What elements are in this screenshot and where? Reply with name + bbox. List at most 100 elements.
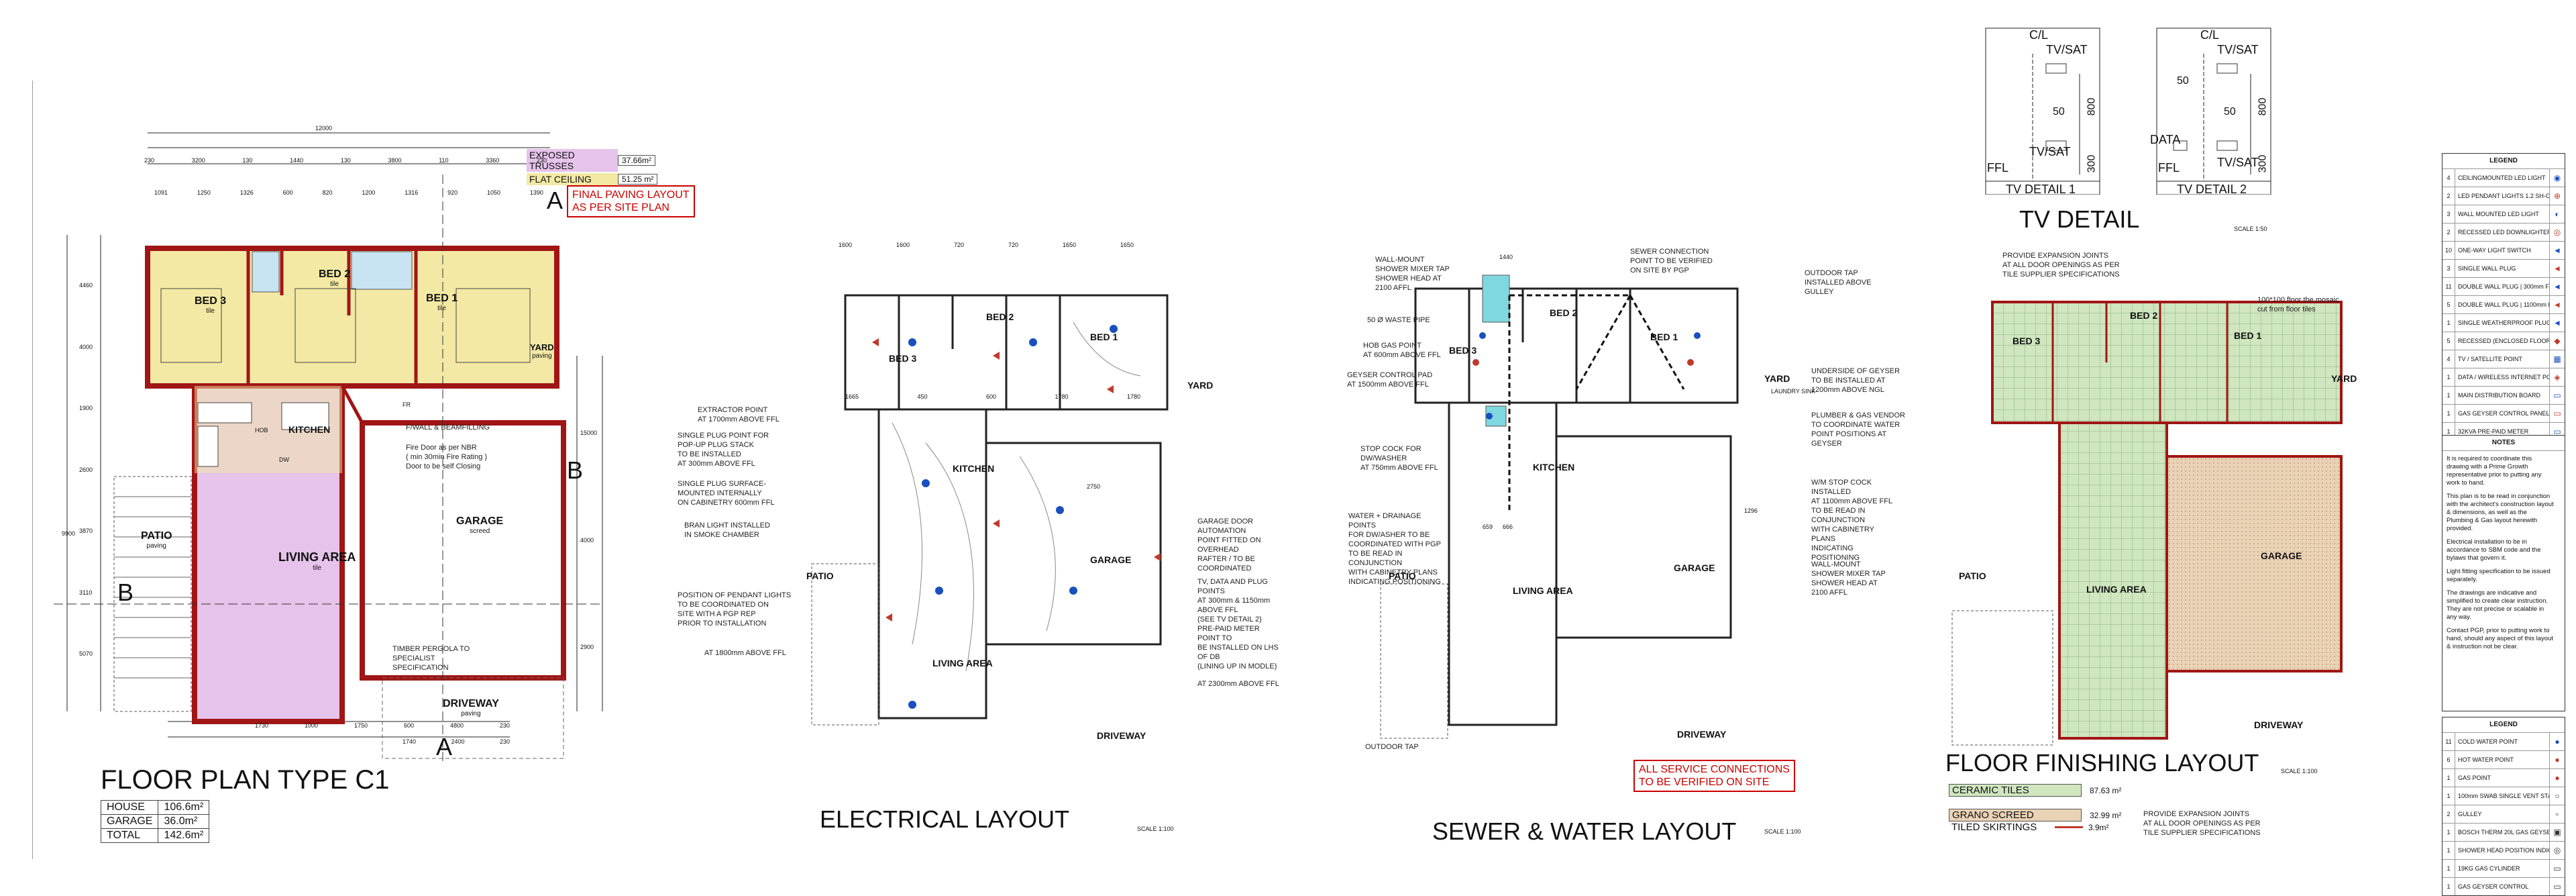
section-marker-a-bottom: A [436, 733, 453, 760]
electrical-note-pendant: POSITION OF PENDANT LIGHTS TO BE COORDIN… [678, 591, 792, 628]
legend-symbol-icon: ◄ [2553, 282, 2561, 291]
sewer-room-bed1: BED 1 [1650, 332, 1678, 342]
legend-description: SHOWER HEAD POSITION INDICATOR [2455, 842, 2550, 859]
legend-symbol-icon: ▫ [2555, 809, 2559, 819]
legend-quantity: 11 [2443, 733, 2455, 750]
sewer-dim-666: 666 [1503, 524, 1513, 530]
electrical-note-garage-door: GARAGE DOOR AUTOMATION POINT FITTED ON O… [1197, 517, 1261, 573]
finishing-room-bed2: BED 2 [2130, 310, 2158, 321]
legend-quantity: 4 [2443, 169, 2455, 187]
legend-symbol-icon: ○ [2555, 791, 2560, 801]
dims-right: 15000 4000 2900 [580, 430, 598, 650]
sewer-dim-659: 659 [1483, 524, 1493, 530]
sewer-dim-1440: 1440 [1499, 254, 1513, 260]
room-kitchen: KITCHEN [288, 424, 331, 435]
legend-quantity: 1 [2443, 368, 2455, 386]
legend-symbol-icon: ● [2555, 773, 2560, 783]
legend-symbol-icon: ◄ [2553, 264, 2561, 273]
legend-description: 19KG GAS CYLINDER [2455, 860, 2550, 877]
tv-detail-drawing [1985, 28, 2271, 195]
electrical-dim-2750: 2750 [1087, 483, 1101, 490]
finish-row-ceramic: CERAMIC TILES 87.63 m² [1949, 784, 2121, 797]
note-paragraph: Light fitting specification to be issued… [2447, 568, 2551, 583]
sewer-scale: SCALE 1:100 [1764, 828, 1801, 835]
electrical-note-1800: AT 1800mm ABOVE FFL [704, 649, 786, 657]
legend-symbol-icon: ◎ [2553, 228, 2561, 237]
legend-description: DOUBLE WALL PLUG | 300mm FFL [2455, 278, 2550, 295]
legend-symbol-icon: ▭ [2553, 427, 2561, 436]
note-paragraph: Electrical installation to be in accorda… [2447, 538, 2541, 562]
ceiling-legend-row-exposed: EXPOSED TRUSSES 37.66m² [527, 149, 657, 172]
paving-note: FINAL PAVING LAYOUT AS PER SITE PLAN [567, 185, 695, 217]
floor-plan-drawing [54, 132, 604, 765]
electrical-room-yard: YARD [1187, 380, 1214, 391]
electrical-note-prepaid: PRE-PAID METER POINT TO BE INSTALLED ON … [1197, 625, 1279, 670]
tv-detail-title: TV DETAIL [2019, 205, 2140, 233]
dim-overall-height: 9900 [62, 530, 76, 537]
legend-symbol-icon: ⊕ [2553, 191, 2561, 201]
sewer-note-drainage: WATER + DRAINAGE POINTS FOR DW/ASHER TO … [1348, 512, 1441, 586]
sewer-room-bed2: BED 2 [1550, 307, 1578, 318]
electrical-room-bed1: BED 1 [1090, 332, 1118, 342]
legend-quantity: 5 [2443, 332, 2455, 350]
electrical-dims-mid: 1665 450 600 1780 1780 [845, 393, 1140, 400]
legend-description: CEILINGMOUNTED LED LIGHT [2455, 169, 2550, 187]
legend-quantity: 1 [2443, 314, 2455, 332]
legend-symbol-icon: ▭ [2553, 391, 2561, 400]
electrical-note-surface-plug: SINGLE PLUG SURFACE- MOUNTED INTERNALLY … [678, 480, 775, 507]
electrical-title: ELECTRICAL LAYOUT [820, 805, 1070, 833]
legend-quantity: 1 [2443, 842, 2455, 859]
section-marker-a-top: A [547, 187, 564, 214]
floor-plan-title: FLOOR PLAN TYPE C1 [101, 765, 390, 795]
legend-quantity: 4 [2443, 350, 2455, 368]
sewer-room-garage: GARAGE [1674, 562, 1715, 573]
legend-symbol-icon: ◈ [2554, 372, 2561, 382]
legend-symbol-icon: ▭ [2553, 409, 2561, 418]
sewer-room-driveway: DRIVEWAY [1677, 729, 1727, 740]
legend-symbol-icon: ● [2555, 737, 2560, 746]
fire-door-note: Fire Door as per NBR ( min 30min Fire Ra… [406, 444, 488, 470]
electrical-drawing [811, 294, 1169, 726]
legend-description: 100mm SWAB SINGLE VENT STACK [2455, 787, 2550, 805]
legend-quantity: 1 [2443, 769, 2455, 787]
legend-symbol-icon: ▭ [2553, 882, 2561, 891]
legend-description: WALL MOUNTED LED LIGHT [2455, 205, 2550, 223]
note-paragraph: The drawings are indicative and simplifi… [2447, 589, 2548, 621]
legend-description: SINGLE WALL PLUG [2455, 260, 2550, 277]
electrical-room-patio: PATIO [806, 570, 834, 581]
legend-description: GAS POINT [2455, 769, 2550, 787]
sewer-note-shower-right: WALL-MOUNT SHOWER MIXER TAP SHOWER HEAD … [1811, 560, 1886, 597]
legend-symbol-icon: ▭ [2553, 864, 2561, 873]
sewer-note-geyser-pad: GEYSER CONTROL PAD AT 1500mm ABOVE FFL [1347, 371, 1433, 389]
legend-symbol-icon: ● [2555, 755, 2560, 764]
legend-quantity: 2 [2443, 223, 2455, 241]
legend-description: 32KVA PRE-PAID METER [2455, 423, 2550, 440]
section-marker-b-right: B [567, 456, 584, 484]
finishing-note-bottom: PROVIDE EXPANSION JOINTS AT ALL DOOR OPE… [2143, 810, 2261, 837]
legend-description: ONE-WAY LIGHT SWITCH [2455, 242, 2550, 259]
legend-description: GAS GEYSER CONTROL [2455, 878, 2550, 895]
sewer-room-laundry: LAUNDRY SINK [1771, 388, 1816, 395]
sewer-note-waste: 50 Ø WASTE PIPE [1367, 316, 1430, 324]
legend-description: SINGLE WEATHERPROOF PLUG [2455, 314, 2550, 332]
legend-quantity: 11 [2443, 278, 2455, 295]
sewer-room-patio: PATIO [1389, 570, 1416, 581]
pergola-note: TIMBER PERGOLA TO SPECIALIST SPECIFICATI… [392, 645, 470, 672]
legend-description: COLD WATER POINT [2455, 733, 2550, 750]
ceiling-legend: EXPOSED TRUSSES 37.66m² FLAT CEILING 51.… [527, 149, 658, 185]
